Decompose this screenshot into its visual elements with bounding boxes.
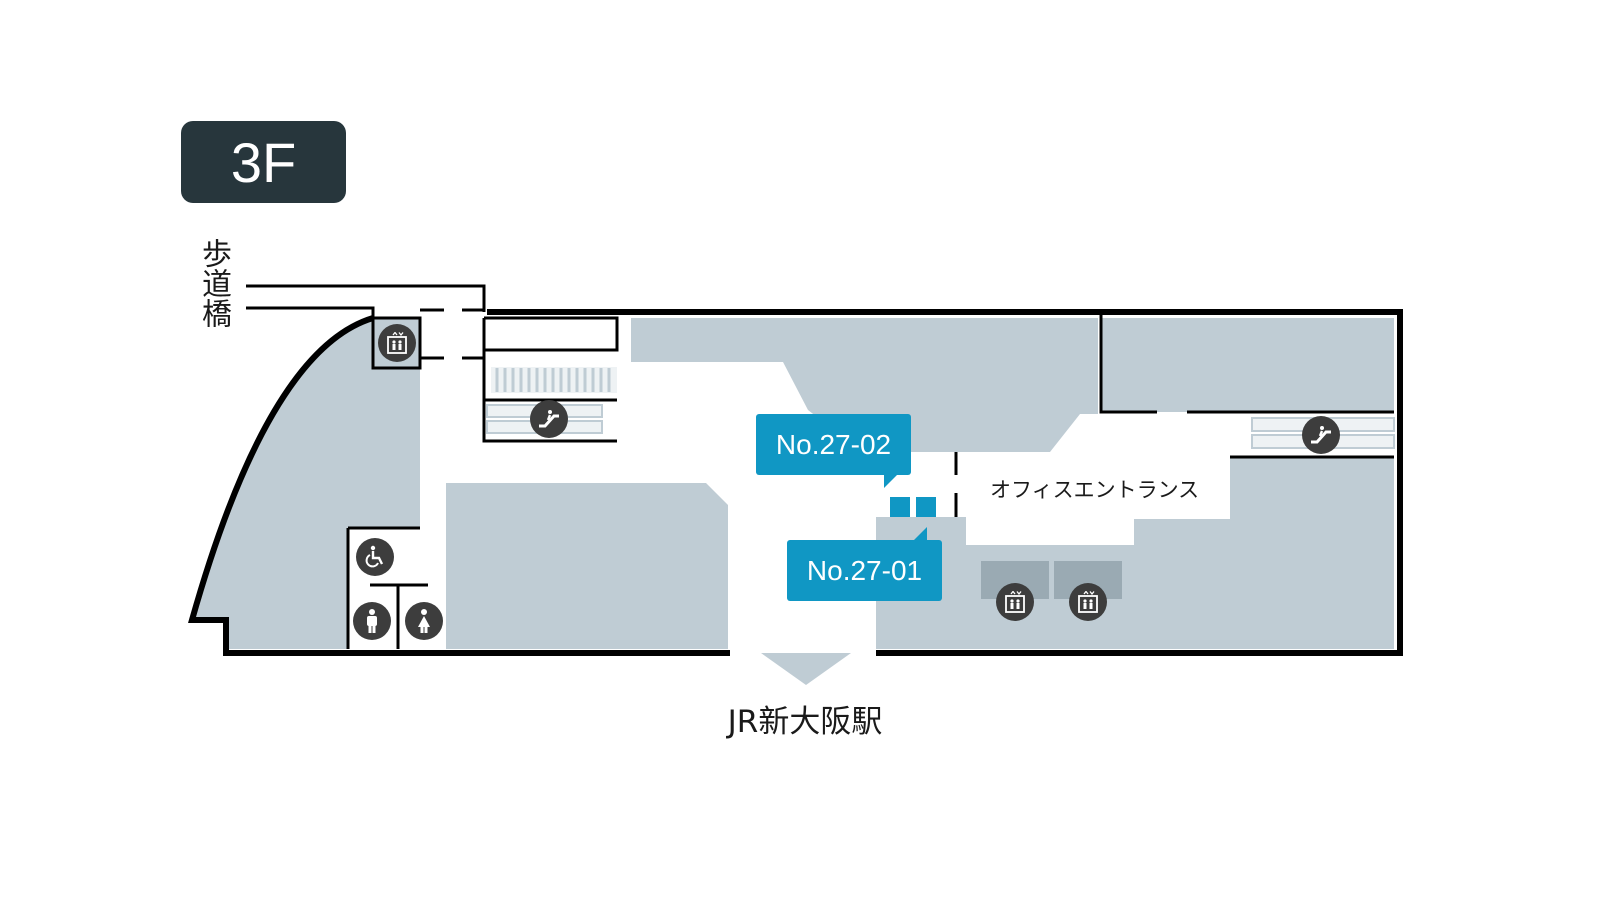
floor-badge: 3F bbox=[181, 121, 346, 203]
tenant-area-northeast bbox=[1101, 318, 1394, 412]
callout-tail bbox=[913, 527, 927, 541]
wheelchair-icon bbox=[356, 538, 394, 576]
womens-restroom-icon bbox=[405, 602, 443, 640]
callout-tail bbox=[884, 474, 898, 488]
escalator-icon bbox=[530, 400, 568, 438]
partition-northeast bbox=[1099, 312, 1394, 414]
station-marker-lower[interactable] bbox=[916, 497, 936, 517]
bridge-label: 歩道橋 bbox=[196, 238, 231, 328]
station-marker-upper[interactable] bbox=[890, 497, 910, 517]
station-callout-lower[interactable]: No.27-01 bbox=[787, 527, 942, 601]
elevator-icon bbox=[378, 324, 416, 362]
bridge-gate bbox=[420, 308, 484, 360]
station-id-lower: No.27-01 bbox=[806, 554, 923, 586]
stairs bbox=[491, 367, 617, 393]
tenant-area-north bbox=[631, 318, 1098, 452]
office-entrance-label: オフィスエントランス bbox=[990, 478, 1200, 502]
escalator-room-north bbox=[482, 316, 619, 443]
station-id-upper: No.27-02 bbox=[775, 428, 892, 460]
tenant-area-west bbox=[192, 318, 420, 649]
escalator-icon bbox=[1302, 416, 1340, 454]
elevator-icon bbox=[1069, 583, 1107, 621]
outer-wall bbox=[188, 309, 1403, 656]
station-arrow bbox=[761, 653, 851, 685]
restroom-walls bbox=[346, 526, 428, 649]
station-callout-upper[interactable]: No.27-02 bbox=[756, 414, 911, 488]
elevator-icon bbox=[996, 583, 1034, 621]
mens-restroom-icon bbox=[353, 602, 391, 640]
floor-label: 3F bbox=[230, 130, 297, 194]
station-label: JR新大阪駅 bbox=[727, 704, 883, 740]
tenant-area-southwest bbox=[446, 483, 728, 649]
